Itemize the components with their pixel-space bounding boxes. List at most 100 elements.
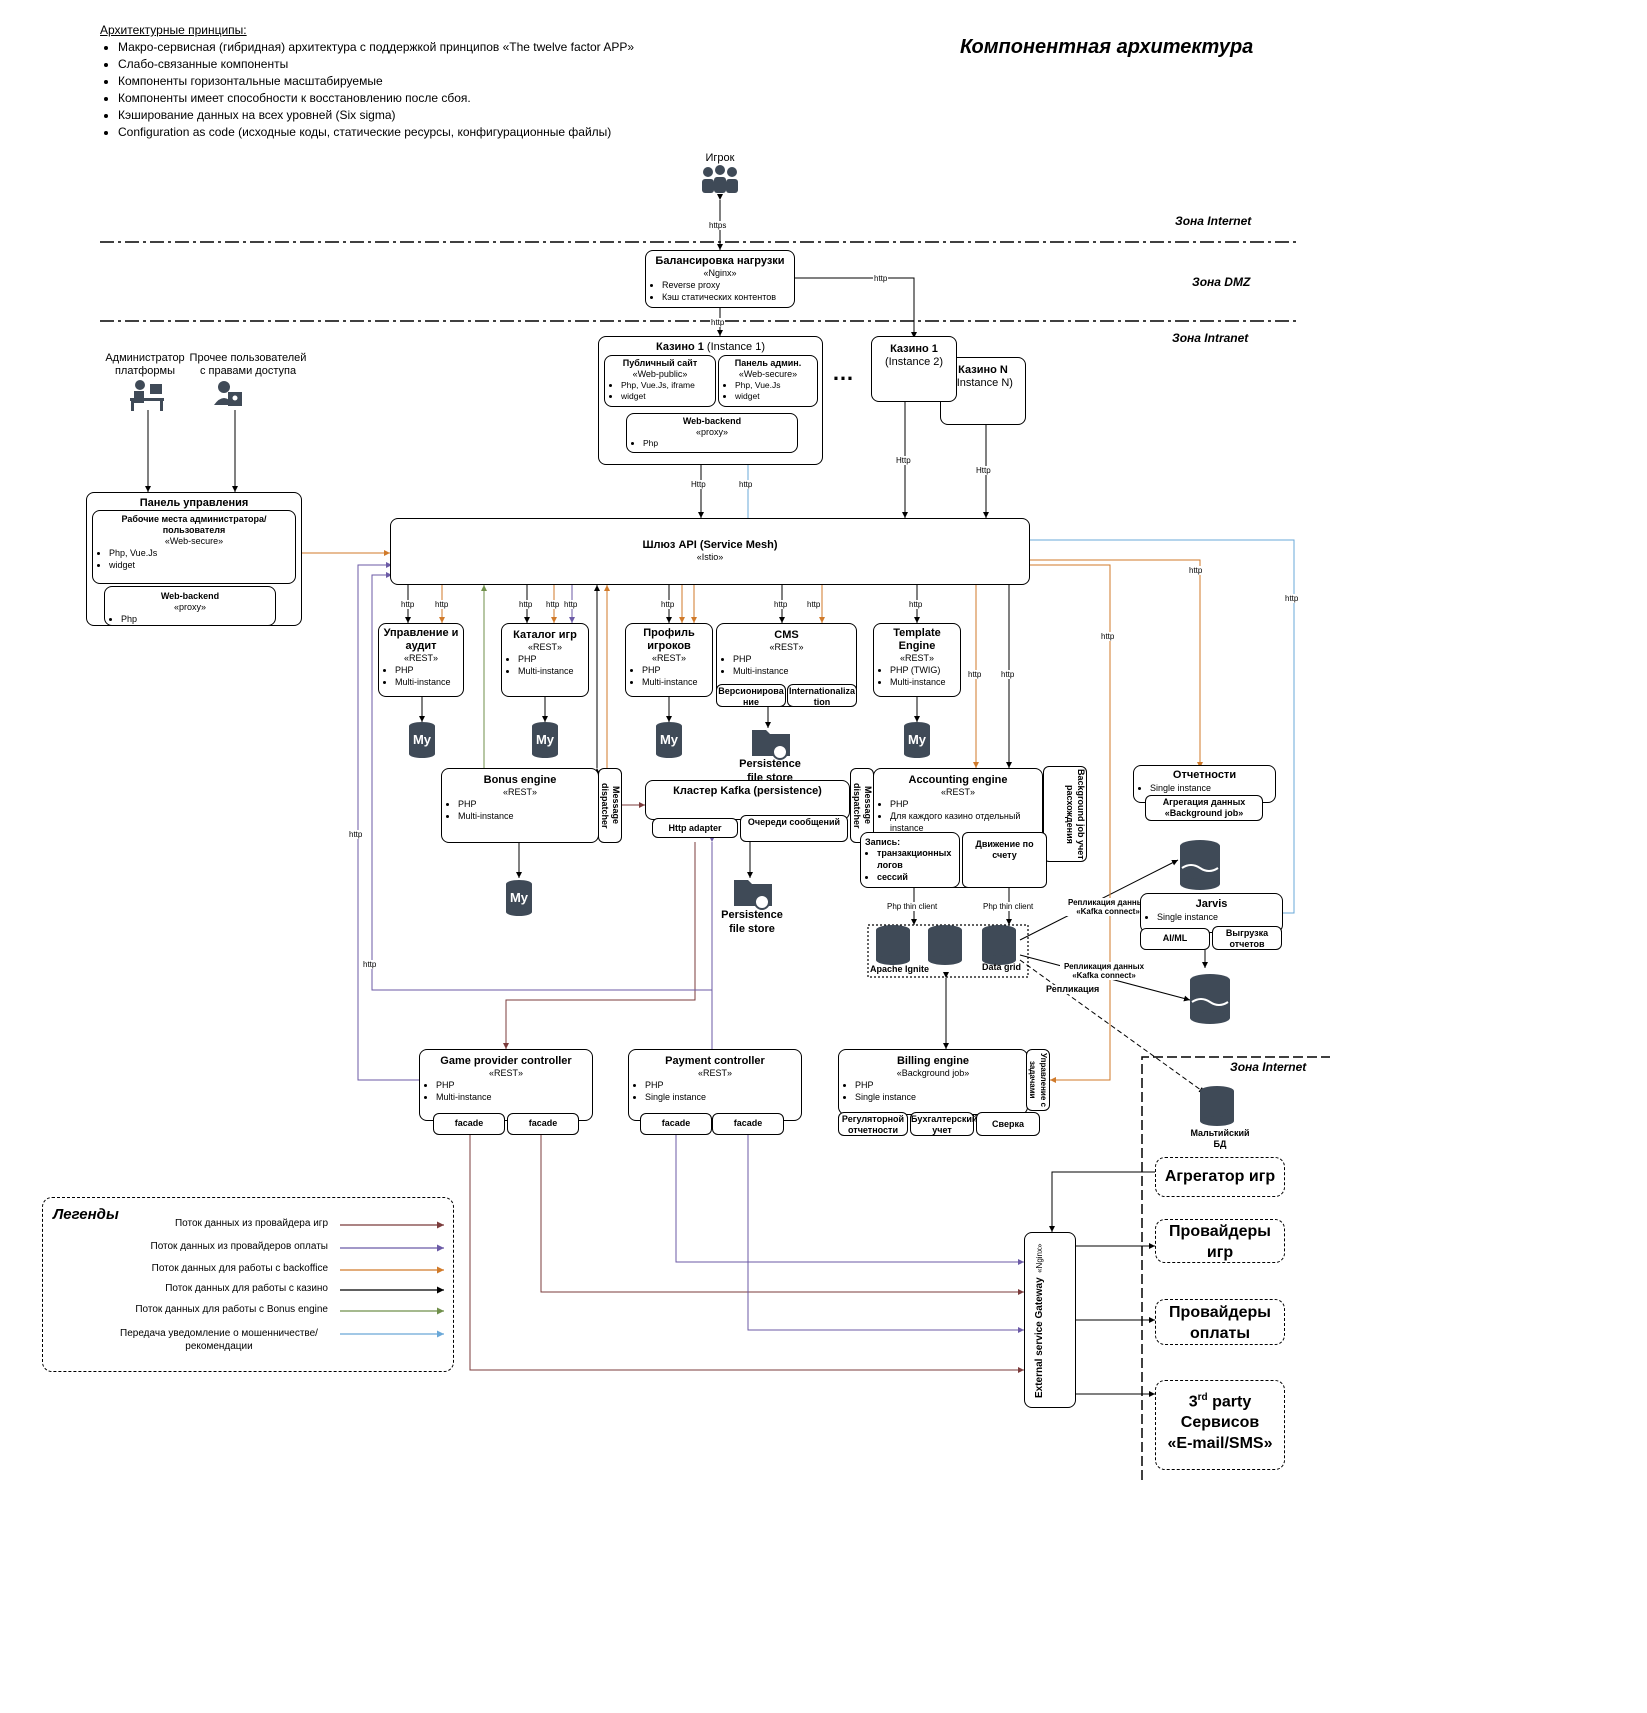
lb-item: Кэш статических контентов [662,291,794,303]
lb-title: Балансировка нагрузки [655,255,785,267]
accounting-item: PHP [890,798,1042,810]
account-movement[interactable]: Движение по счету [962,832,1047,888]
template-engine-service[interactable]: Template Engine «REST» PHP (TWIG)Multi-i… [873,623,961,697]
gateway-stereotype: «Istio» [696,552,724,562]
mgmt-item: Multi-instance [395,676,463,688]
gpc-stereotype: «REST» [488,1068,523,1078]
http-label: http [563,600,579,609]
casino-n[interactable]: Казино N (Instance N) [940,357,1026,425]
gpc-facade[interactable]: facade [507,1113,579,1135]
pc-facade[interactable]: facade [640,1113,712,1135]
http-label: http [1284,594,1300,603]
public-site-item: widget [621,391,715,402]
casino2-title: Казино 1 [890,343,938,355]
kafka-http-adapter[interactable]: Http adapter [652,818,738,838]
ext-gw-title: External service Gateway [1034,1277,1045,1399]
workplaces-item: widget [109,559,295,571]
workplaces-item: Php, Vue.Js [109,547,295,559]
billing-regulatory-reporting[interactable]: Регуляторной отчетности [838,1112,908,1136]
casino-n-instance: (Instance N) [953,377,1013,389]
casino1-admin-panel[interactable]: Панель админ. «Web-secure» Php, Vue.Jswi… [718,355,818,407]
cms-versioning[interactable]: Версионирование [716,684,786,707]
accounting-message-dispatcher[interactable]: Message dispatcher [850,768,874,843]
pc-title: Payment controller [665,1055,765,1067]
admin-workplaces[interactable]: Рабочие места администратора/ пользовате… [92,510,296,584]
billing-item: Single instance [855,1091,1027,1103]
player-profile-service[interactable]: Профиль игроков «REST» PHPMulti-instance [625,623,713,697]
gpc-title: Game provider controller [440,1055,572,1067]
gateway-title: Шлюз API (Service Mesh) [642,539,778,551]
legend-item: Поток данных из провайдера игр [174,1218,328,1229]
accounting-item: Для каждого казино отдельный instance [890,810,1042,834]
game-catalog-service[interactable]: Каталог игр «REST» PHPMulti-instance [501,623,589,697]
third-party-services[interactable]: 3rd party Сервисов «E-mail/SMS» [1155,1380,1285,1470]
http-label: http [908,600,924,609]
data-grid-label: Data grid [982,962,1022,972]
panel-web-backend[interactable]: Web-backend «proxy» Php [104,586,276,626]
gpc-item: PHP [436,1079,592,1091]
panel-backend-stereotype: «proxy» [173,602,207,612]
pc-stereotype: «REST» [697,1068,732,1078]
http-label: http [967,670,983,679]
gpc-facade[interactable]: facade [433,1113,505,1135]
kafka-cluster[interactable]: Кластер Kafka (persistence) [645,780,850,820]
mysql-label: My [907,732,927,747]
mgmt-item: PHP [395,664,463,676]
casino1-title: Казино 1 [655,341,704,353]
billing-accounting[interactable]: Бухгалтерский учет [910,1112,978,1136]
reports-title: Отчетности [1172,769,1237,781]
billing-stereotype: «Background job» [896,1068,970,1078]
page-title: Компонентная архитектура [960,36,1254,58]
pc-facade[interactable]: facade [712,1113,784,1135]
payment-controller[interactable]: Payment controller «REST» PHPSingle inst… [628,1049,802,1121]
bonus-message-dispatcher[interactable]: Message dispatcher [598,768,622,843]
ext-gw-stereotype: «Nginx» [1035,1243,1044,1274]
kafka-message-queues[interactable]: Очереди сообщений [740,815,848,842]
load-balancer[interactable]: Балансировка нагрузки «Nginx» Reverse pr… [645,250,795,308]
report-db-icon [1180,840,1234,1126]
accounting-stereotype: «REST» [940,787,975,797]
casino1-web-backend[interactable]: Web-backend «proxy» Php [626,413,798,453]
http-label: http [660,600,676,609]
reports-aggregation[interactable]: Агрегация данных «Background job» [1145,795,1263,821]
admin-panel-item: widget [735,391,817,402]
legend-item: Поток данных для работы с backoffice [151,1263,328,1274]
third-party-suffix: rd [1197,1392,1208,1403]
casino-1-instance-2[interactable]: Казино 1 (Instance 2) [871,336,957,402]
cms-i18n[interactable]: Internationalization [787,684,857,707]
jarvis-ai-ml[interactable]: AI/ML [1140,928,1210,950]
game-providers[interactable]: Провайдеры игр [1155,1219,1285,1263]
catalog-title: Каталог игр [513,629,577,641]
external-service-gateway[interactable]: External service Gateway «Nginx» [1024,1232,1076,1408]
game-provider-controller[interactable]: Game provider controller «REST» PHPMulti… [419,1049,593,1121]
bonus-engine[interactable]: Bonus engine «REST» PHPMulti-instance [441,768,599,843]
payment-providers[interactable]: Провайдеры оплаты [1155,1299,1285,1345]
casino1-instance: (Instance 1) [706,341,766,353]
legend-title: Легенды [53,1206,119,1223]
profile-stereotype: «REST» [651,653,686,663]
lb-stereotype: «Nginx» [703,268,737,278]
api-gateway[interactable]: Шлюз API (Service Mesh) «Istio» [390,518,1030,585]
mgmt-audit-service[interactable]: Управление и аудит «REST» PHPMulti-insta… [378,623,464,697]
accounting-records[interactable]: Запись: транзакционных логовсессий [860,832,960,888]
casino1-public-site[interactable]: Публичный сайт «Web-public» Php, Vue.Js,… [604,355,716,407]
billing-reconciliation[interactable]: Сверка [976,1112,1040,1136]
replication-label: Репликация [1045,984,1101,994]
control-panel-title: Панель управления [139,497,249,509]
aggregation-title: Агрегация данных [1162,797,1246,807]
billing-engine[interactable]: Billing engine «Background job» PHPSingl… [838,1049,1028,1115]
billing-task-management[interactable]: Управление с задачами [1026,1049,1050,1111]
admin-panel-title: Панель админ. [734,358,802,368]
billing-item: PHP [855,1079,1027,1091]
cms-item: PHP [733,653,856,665]
zone-internet-label: Зона Internet [1175,214,1252,228]
game-aggregator[interactable]: Агрегатор игр [1155,1157,1285,1197]
https-label: https [708,221,728,230]
accounting-background-job[interactable]: Background job учет расхождения [1043,766,1087,862]
php-thin-label: Php thin client [886,902,939,911]
players-icon [702,165,738,193]
http-label: http [1188,566,1204,575]
public-site-stereotype: «Web-public» [632,369,688,379]
jarvis-report-export[interactable]: Выгрузка отчетов [1212,926,1282,950]
